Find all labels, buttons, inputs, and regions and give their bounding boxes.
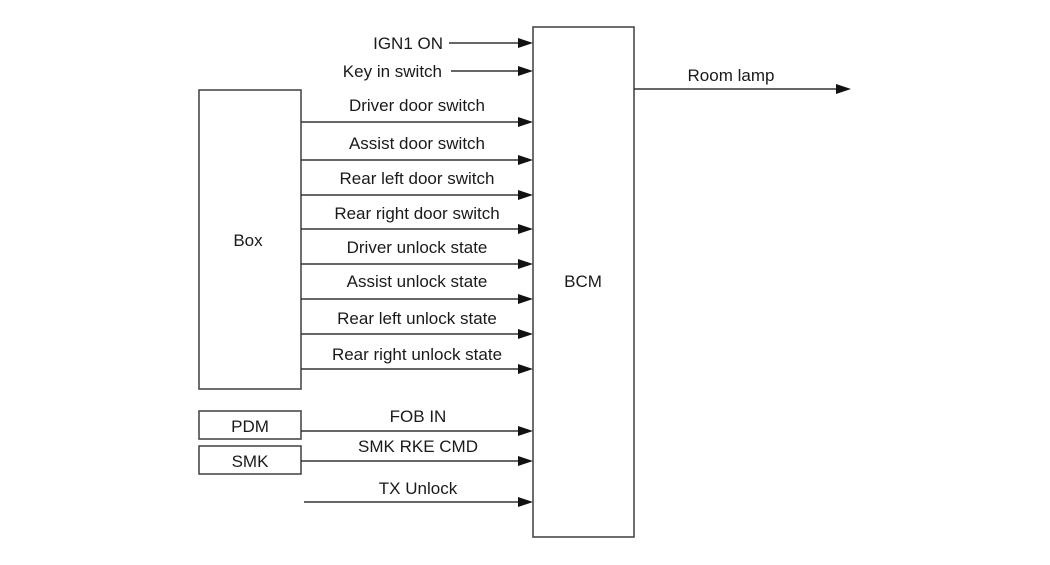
bcm-block: BCM xyxy=(532,26,635,538)
signal-label: Assist unlock state xyxy=(347,272,488,291)
bcm-rect xyxy=(532,26,635,538)
input-key-in-switch: Key in switch xyxy=(343,62,533,81)
input-driver-unlock-state: Driver unlock state xyxy=(301,238,533,269)
signal-label: Driver door switch xyxy=(349,96,485,115)
input-rear-left-door-switch: Rear left door switch xyxy=(301,169,533,200)
pdm-label: PDM xyxy=(231,417,269,436)
signal-label: TX Unlock xyxy=(379,479,458,498)
input-tx-unlock: TX Unlock xyxy=(304,479,533,507)
signal-label: Key in switch xyxy=(343,62,442,81)
arrowhead-icon xyxy=(518,364,533,374)
arrowhead-icon xyxy=(518,294,533,304)
signal-label: Rear left unlock state xyxy=(337,309,497,328)
signal-label: Driver unlock state xyxy=(347,238,488,257)
pdm-block: PDM xyxy=(198,410,302,440)
arrowhead-icon xyxy=(836,84,851,94)
box-block: Box xyxy=(198,89,302,390)
arrowhead-icon xyxy=(518,66,533,76)
arrowhead-icon xyxy=(518,117,533,127)
arrowhead-icon xyxy=(518,190,533,200)
arrowhead-icon xyxy=(518,426,533,436)
arrowhead-icon xyxy=(518,329,533,339)
input-rear-left-unlock-state: Rear left unlock state xyxy=(301,309,533,339)
arrowhead-icon xyxy=(518,497,533,507)
box-rect xyxy=(198,89,302,390)
signal-label: SMK RKE CMD xyxy=(358,437,478,456)
pdm-rect xyxy=(198,410,302,440)
input-assist-door-switch: Assist door switch xyxy=(301,134,533,165)
input-ign1-on: IGN1 ON xyxy=(373,34,533,53)
arrowhead-icon xyxy=(518,38,533,48)
signal-label: Room lamp xyxy=(688,66,775,85)
input-rear-right-door-switch: Rear right door switch xyxy=(301,204,533,234)
arrowhead-icon xyxy=(518,155,533,165)
output-room-lamp: Room lamp xyxy=(634,66,851,94)
smk-label: SMK xyxy=(232,452,270,471)
input-fob-in: FOB IN xyxy=(301,407,533,436)
signal-label: Rear right door switch xyxy=(334,204,499,223)
arrowhead-icon xyxy=(518,259,533,269)
box-label: Box xyxy=(233,231,263,250)
signal-label: IGN1 ON xyxy=(373,34,443,53)
signal-label: FOB IN xyxy=(390,407,447,426)
signal-label: Rear left door switch xyxy=(340,169,495,188)
input-assist-unlock-state: Assist unlock state xyxy=(301,272,533,304)
signal-label: Rear right unlock state xyxy=(332,345,502,364)
input-smk-rke-cmd: SMK RKE CMD xyxy=(301,437,533,466)
signal-label: Assist door switch xyxy=(349,134,485,153)
arrowhead-icon xyxy=(518,224,533,234)
smk-rect xyxy=(198,445,302,475)
bcm-label: BCM xyxy=(564,272,602,291)
smk-block: SMK xyxy=(198,445,302,475)
input-rear-right-unlock-state: Rear right unlock state xyxy=(301,345,533,374)
input-driver-door-switch: Driver door switch xyxy=(301,96,533,127)
arrowhead-icon xyxy=(518,456,533,466)
